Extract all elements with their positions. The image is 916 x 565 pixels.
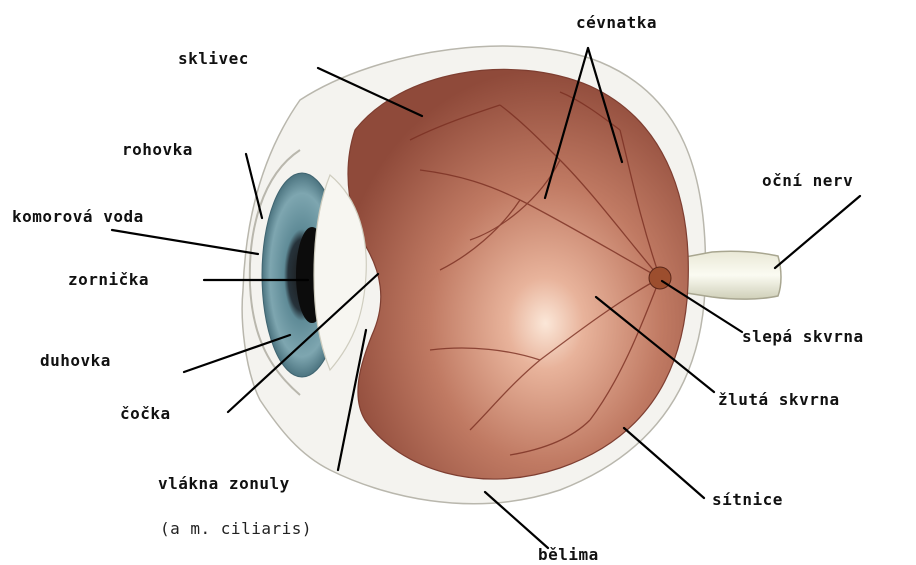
label-sitnice: sítnice: [712, 490, 783, 509]
label-belima: bělima: [538, 545, 599, 564]
label-vlakna-zonuly: vlákna zonuly: [158, 474, 290, 493]
label-ocni-nerv: oční nerv: [762, 171, 853, 190]
label-zluta-skvrna: žlutá skvrna: [718, 390, 840, 409]
label-m-ciliaris: (a m. ciliaris): [160, 519, 312, 538]
optic-nerve: [680, 251, 781, 299]
label-cocka: čočka: [120, 404, 171, 423]
label-komorova-voda: komorová voda: [12, 207, 144, 226]
vitreous-retina: [348, 69, 688, 479]
leader-sitnice: [624, 428, 704, 498]
label-rohovka: rohovka: [122, 140, 193, 159]
leader-komorova-voda: [112, 230, 258, 254]
label-duhovka: duhovka: [40, 351, 111, 370]
label-sklivec: sklivec: [178, 49, 249, 68]
label-slepa-skvrna: slepá skvrna: [742, 327, 864, 346]
label-cevnatka: cévnatka: [576, 13, 657, 32]
label-zornicka: zornička: [68, 270, 149, 289]
leader-ocni-nerv: [775, 196, 860, 268]
